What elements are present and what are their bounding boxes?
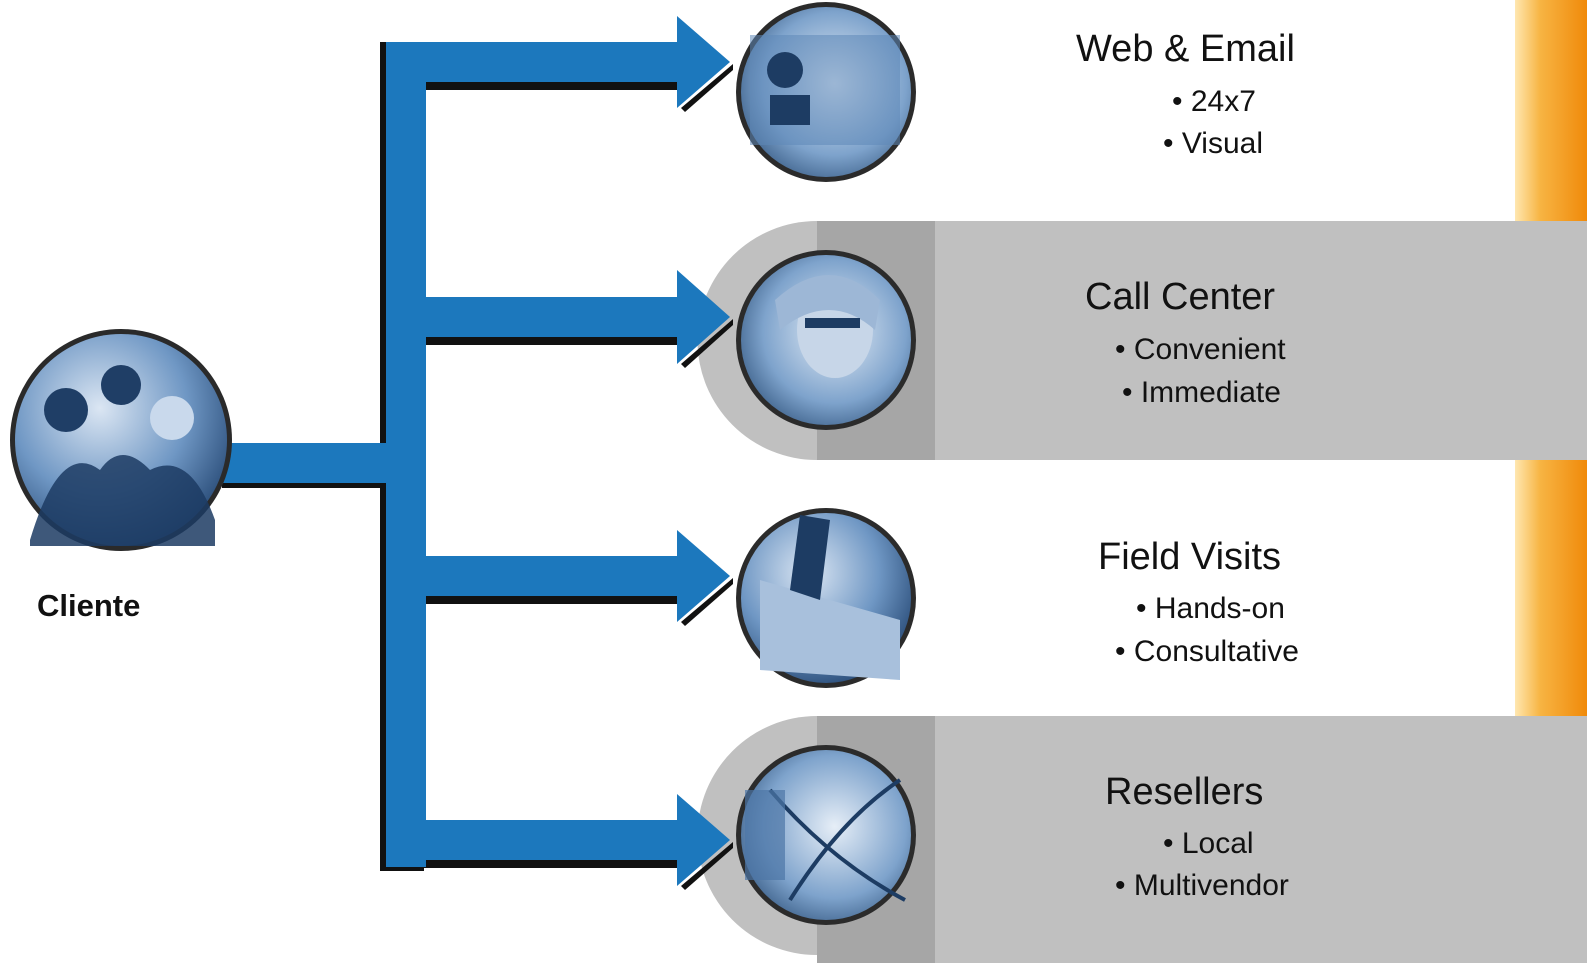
connector-arrows	[222, 16, 730, 886]
customer-label: Cliente	[37, 588, 141, 623]
resellers-photo	[736, 745, 916, 925]
channel-title-resellers: Resellers	[1105, 771, 1264, 813]
arrow-head-web-email	[677, 16, 730, 108]
channel-bullet: • Immediate	[1122, 376, 1281, 409]
arrow-head-call-center	[677, 270, 730, 364]
field-visits-photo	[736, 508, 916, 688]
channel-bullet: • Consultative	[1115, 635, 1299, 668]
channel-title-call-center: Call Center	[1085, 276, 1276, 318]
arrow-head-resellers	[677, 794, 730, 886]
channel-bullet: • Local	[1163, 827, 1254, 860]
call-center-photo	[736, 250, 916, 430]
channel-bullet: • 24x7	[1172, 85, 1256, 118]
customer-photo	[10, 329, 232, 551]
customer-stem	[222, 443, 388, 483]
channel-title-web-email: Web & Email	[1076, 28, 1295, 70]
arrow-head-field-visits	[677, 530, 730, 622]
channel-bullet: • Hands-on	[1136, 592, 1285, 625]
channel-bullet: • Multivendor	[1115, 869, 1289, 902]
web-email-photo	[736, 2, 916, 182]
vertical-trunk	[386, 42, 426, 867]
channel-title-field-visits: Field Visits	[1098, 536, 1282, 578]
channel-bullet: • Convenient	[1115, 333, 1286, 366]
channel-bullet: • Visual	[1163, 127, 1264, 160]
